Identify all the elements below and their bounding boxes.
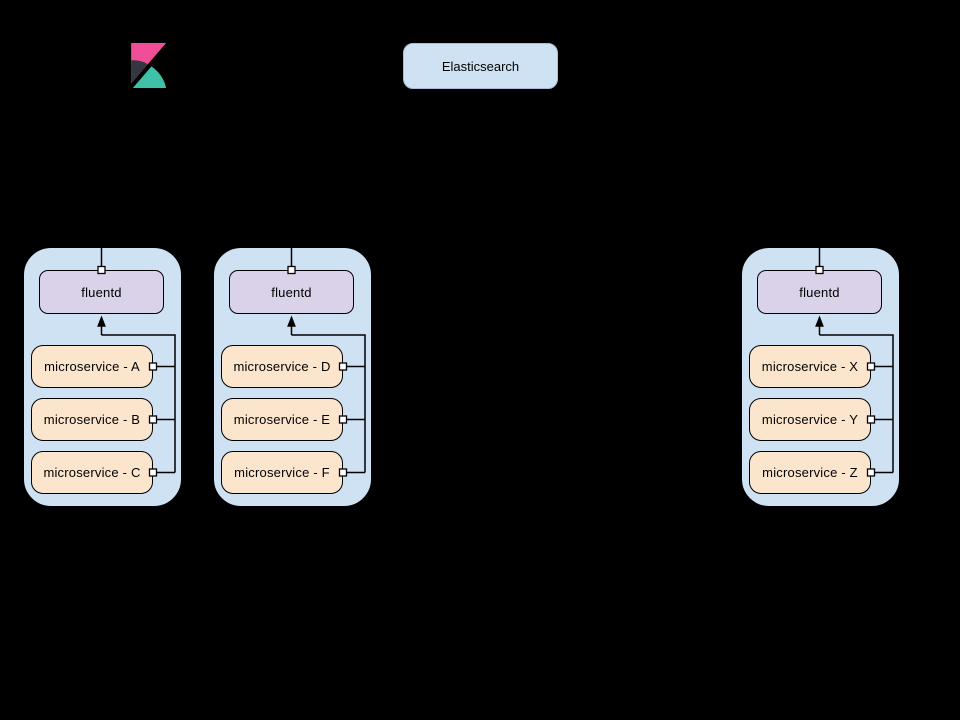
microservice-node-z: microservice - Z [749,451,871,494]
kibana-logo-icon [131,43,167,88]
fluentd-node-2: fluentd [229,270,354,314]
microservice-node-b: microservice - B [31,398,153,441]
microservice-node-x: microservice - X [749,345,871,388]
microservice-label: microservice - F [234,465,330,480]
elasticsearch-label: Elasticsearch [441,58,520,74]
microservice-label: microservice - Y [761,412,859,427]
microservice-node-e: microservice - E [221,398,343,441]
fluentd-node-1: fluentd [39,270,164,314]
elasticsearch-node: Elasticsearch [403,43,558,89]
microservice-label: microservice - C [43,465,141,480]
fluentd-label: fluentd [81,284,122,300]
microservice-label: microservice - Z [762,465,858,480]
microservice-node-c: microservice - C [31,451,153,494]
microservice-node-d: microservice - D [221,345,343,388]
fluentd-label: fluentd [799,284,840,300]
fluentd-label: fluentd [271,284,312,300]
microservice-label: microservice - X [761,359,859,374]
microservice-label: microservice - B [43,412,141,427]
fluentd-node-3: fluentd [757,270,882,314]
microservice-node-a: microservice - A [31,345,153,388]
microservice-label: microservice - D [233,359,331,374]
microservice-node-f: microservice - F [221,451,343,494]
microservice-label: microservice - A [44,359,140,374]
microservice-node-y: microservice - Y [749,398,871,441]
microservice-label: microservice - E [233,412,331,427]
